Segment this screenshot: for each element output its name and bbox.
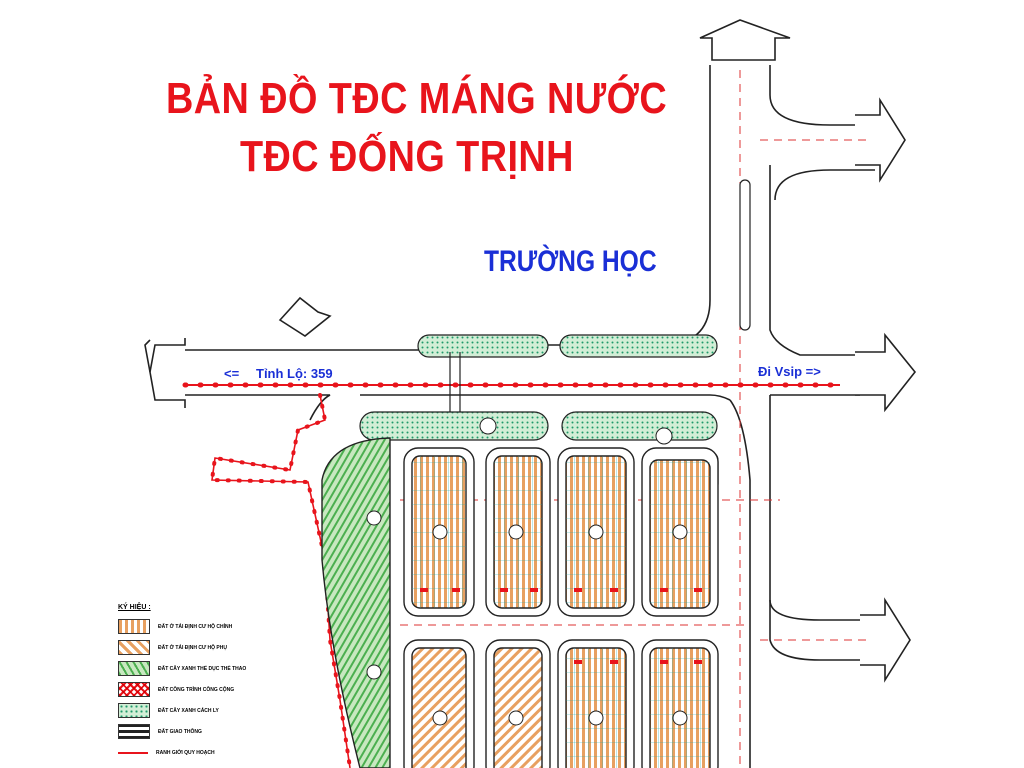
lot-grid xyxy=(412,456,710,768)
legend-label: ĐẤT Ở TÁI ĐỊNH CƯ HỘ PHỤ xyxy=(158,644,227,651)
manholes xyxy=(366,417,688,726)
legend-item: ĐẤT Ở TÁI ĐỊNH CƯ HỘ CHÍNH xyxy=(118,616,308,637)
legend-label: ĐẤT CÂY XANH CÁCH LY xyxy=(158,707,219,714)
legend-swatch xyxy=(118,640,150,655)
planning-boundary xyxy=(182,382,843,768)
legend-swatch xyxy=(118,661,150,676)
legend-label: ĐẤT Ở TÁI ĐỊNH CƯ HỘ CHÍNH xyxy=(158,623,233,630)
legend-swatch xyxy=(118,751,148,754)
green-park xyxy=(321,437,391,768)
legend-item: ĐẤT CÂY XANH CÁCH LY xyxy=(118,700,308,721)
legend-swatch xyxy=(118,682,150,697)
legend-label: ĐẤT CÔNG TRÌNH CÔNG CỘNG xyxy=(158,686,235,693)
red-markers xyxy=(420,588,702,664)
legend-title: KÝ HIỆU : xyxy=(118,604,151,611)
legend-swatch xyxy=(118,619,150,634)
legend-item: ĐẤT CÔNG TRÌNH CÔNG CỘNG xyxy=(118,679,308,700)
map-legend: KÝ HIỆU : ĐẤT Ở TÁI ĐỊNH CƯ HỘ CHÍNH ĐẤT … xyxy=(118,604,308,763)
green-buffer-strips xyxy=(359,179,751,493)
legend-swatch xyxy=(118,724,150,739)
legend-item: ĐẤT CÂY XANH THỂ DỤC THỂ THAO xyxy=(118,658,308,679)
road-left-direction: <= xyxy=(224,366,240,381)
road-name-label: Tỉnh Lộ: 359 xyxy=(256,366,333,381)
legend-item: ĐẤT Ở TÁI ĐỊNH CƯ HỘ PHỤ xyxy=(118,637,308,658)
map-title-line-2: TĐC ĐỐNG TRỊNH xyxy=(240,132,574,181)
vsip-direction-label: Đi Vsip => xyxy=(758,364,821,379)
legend-label: ĐẤT CÂY XANH THỂ DỤC THỂ THAO xyxy=(158,665,247,672)
map-title-line-1: BẢN ĐỒ TĐC MÁNG NƯỚC xyxy=(166,74,668,123)
legend-swatch xyxy=(118,703,150,718)
school-label: TRƯỜNG HỌC xyxy=(484,245,657,278)
road-end-arrows xyxy=(144,19,917,683)
legend-item: ĐẤT GIAO THÔNG xyxy=(118,721,308,742)
legend-label: ĐẤT GIAO THÔNG xyxy=(158,728,202,735)
legend-label: RANH GIỚI QUY HOẠCH xyxy=(156,749,215,756)
legend-item: RANH GIỚI QUY HOẠCH xyxy=(118,742,308,763)
